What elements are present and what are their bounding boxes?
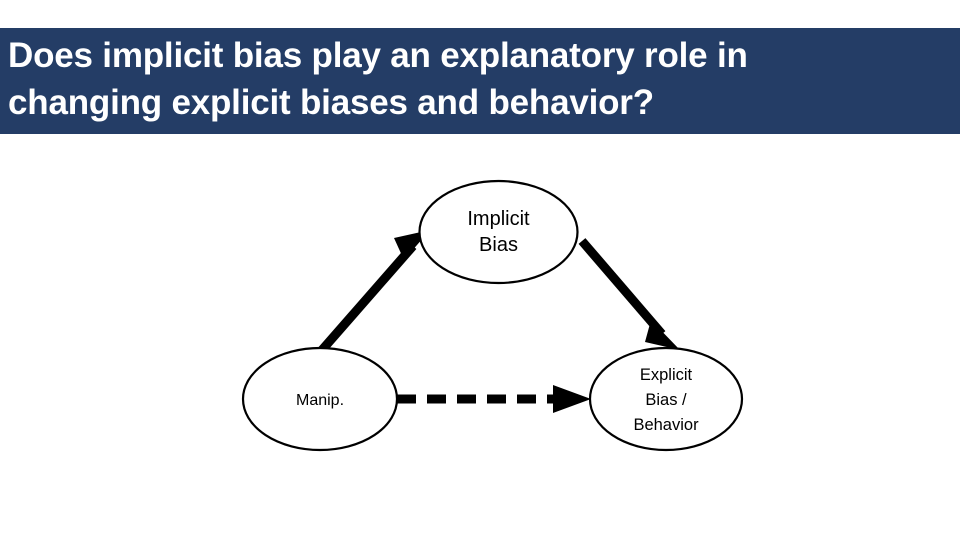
node-manipulation-label: Manip. [296,392,344,409]
edge-manip-to-implicit-bias [318,230,430,353]
node-explicit-bias-ellipse [588,346,744,452]
edge-manip-to-explicit-bias [397,385,591,413]
edge-implicit-bias-to-explicit-bias [578,238,680,350]
node-implicit-bias-ellipse [418,179,579,285]
node-manipulation[interactable]: Manip. [241,346,399,452]
arrowhead-down-right-icon [645,320,680,350]
title-banner: Does implicit bias play an explanatory r… [0,28,960,134]
page-title: Does implicit bias play an explanatory r… [8,36,748,122]
arrowhead-right-icon [553,385,591,413]
node-manipulation-ellipse [241,346,399,452]
